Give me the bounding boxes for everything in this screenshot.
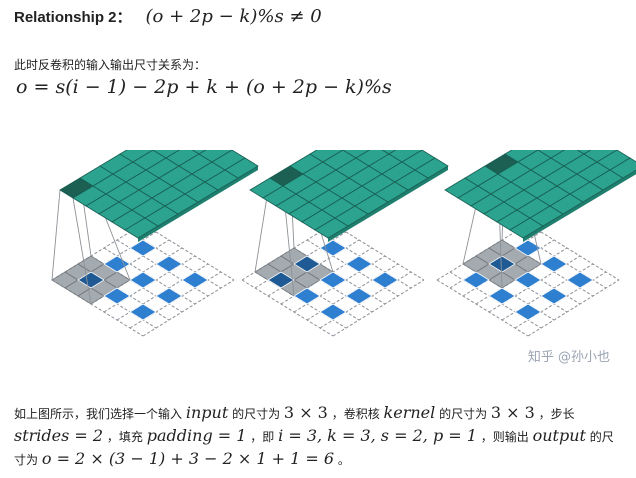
input-cell	[540, 287, 568, 305]
output-cell	[152, 150, 181, 159]
input-grid-col-line	[436, 279, 529, 337]
input-grid-row-line	[142, 279, 235, 337]
output-cell	[342, 150, 371, 159]
math-output: output	[532, 426, 586, 445]
output-cell	[198, 150, 233, 163]
output-cell	[504, 150, 539, 163]
output-cell	[583, 150, 618, 163]
input-cell	[319, 303, 347, 321]
input-cell	[77, 271, 105, 289]
output-cell	[388, 150, 423, 163]
math-padding: padding = 1	[146, 426, 247, 445]
main-formula: o = s(i − 1) − 2p + k + (o + 2p − k)%s	[16, 76, 392, 98]
output-cell	[537, 150, 566, 159]
output-cell	[309, 150, 344, 163]
panel-1	[51, 150, 259, 337]
output-cell	[414, 157, 449, 179]
input-cell	[462, 271, 490, 289]
projection-line	[51, 189, 61, 281]
para-text-9: 的尺寸为	[14, 430, 614, 467]
input-cell	[129, 239, 157, 257]
input-grid-col-line	[241, 279, 334, 337]
panel-2	[241, 150, 449, 337]
input-cell	[488, 287, 516, 305]
output-slab-front	[138, 166, 258, 242]
math-size-2: 3 × 3	[490, 403, 535, 422]
explanation-paragraph: 如上图所示，我们选择一个输入 input 的尺寸为 3 × 3 ，卷积核 ker…	[14, 402, 624, 471]
relationship-row: Relationship 2： (o + 2p − k)%s ≠ 0	[14, 6, 322, 27]
input-cell	[540, 255, 568, 273]
input-cell	[371, 271, 399, 289]
relationship-condition: (o + 2p − k)%s ≠ 0	[145, 6, 322, 27]
output-cell	[224, 157, 259, 179]
input-grid-row-line	[527, 279, 620, 337]
input-cell	[181, 271, 209, 289]
output-cell	[609, 157, 636, 179]
para-text-1: 如上图所示，我们选择一个输入	[14, 407, 183, 421]
input-cell	[293, 255, 321, 273]
input-cell	[319, 271, 347, 289]
input-grid-row-line	[332, 279, 425, 337]
output-cell	[576, 150, 592, 155]
relationship-label: Relationship 2：	[14, 9, 132, 26]
input-cell	[514, 239, 542, 257]
input-cell	[514, 303, 542, 321]
output-cell	[381, 150, 397, 155]
para-text-4: 的尺寸为	[439, 407, 488, 421]
input-cell	[345, 255, 373, 273]
input-cell	[155, 255, 183, 273]
math-kernel: kernel	[383, 403, 436, 422]
para-text-6: ，填充	[106, 430, 143, 444]
input-cell	[293, 287, 321, 305]
output-cell	[191, 150, 207, 155]
input-grid-col-line	[527, 223, 620, 281]
projection-line	[72, 197, 92, 305]
math-strides: strides = 2	[14, 426, 104, 445]
para-text-3: ，卷积核	[331, 407, 380, 421]
math-values: i = 3, k = 3, s = 2, p = 1	[278, 426, 477, 445]
input-cell	[103, 255, 131, 273]
math-size-1: 3 × 3	[283, 403, 328, 422]
watermark: 知乎 @孙小也	[527, 350, 610, 365]
output-cell	[119, 150, 154, 163]
input-cell	[488, 255, 516, 273]
para-text-10: 。	[337, 453, 350, 467]
para-text-7: ，即	[250, 430, 275, 444]
intro-text: 此时反卷积的输入输出尺寸关系为：	[14, 58, 207, 72]
transposed-conv-diagram	[51, 150, 636, 337]
input-cell	[129, 271, 157, 289]
input-grid-col-line	[142, 223, 235, 281]
output-slab-front	[523, 170, 636, 242]
output-slab-front	[328, 166, 448, 242]
para-text-2: 的尺寸为	[232, 407, 281, 421]
input-cell	[267, 271, 295, 289]
input-cell	[103, 287, 131, 305]
input-grid-row-line	[436, 223, 529, 281]
input-grid-col-line	[332, 223, 425, 281]
input-cell	[345, 287, 373, 305]
input-cell	[155, 287, 183, 305]
panel-3	[436, 150, 636, 337]
math-result: o = 2 × (3 − 1) + 3 − 2 × 1 + 1 = 6	[41, 449, 335, 468]
input-cell	[514, 271, 542, 289]
para-text-5: ，步长	[538, 407, 575, 421]
para-text-8: ，则输出	[480, 430, 529, 444]
input-cell	[129, 303, 157, 321]
math-input: input	[185, 403, 229, 422]
input-cell	[566, 271, 594, 289]
